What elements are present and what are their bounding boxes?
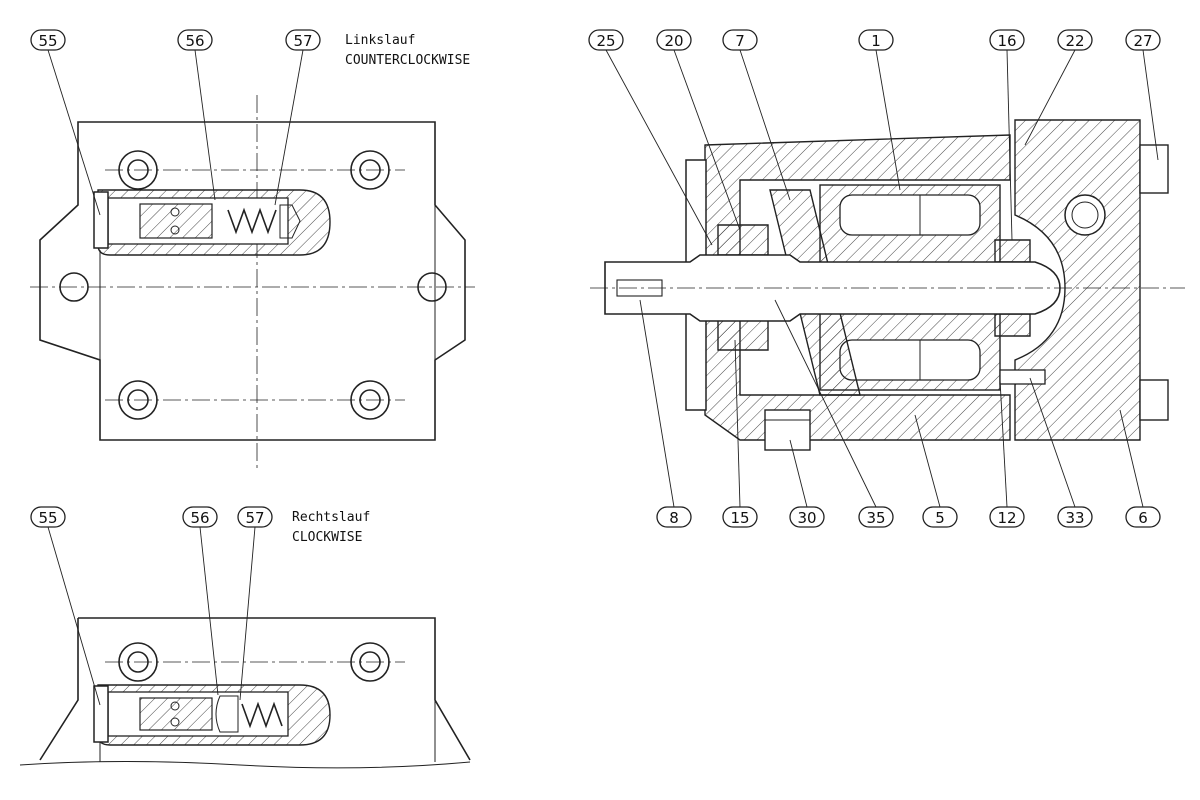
port-plug-bottom <box>1139 379 1169 421</box>
callout-bubble: 55 <box>30 29 66 51</box>
cw-callouts: 55 56 57 <box>30 506 273 706</box>
svg-text:27: 27 <box>1133 32 1152 50</box>
cw-housing-outline <box>39 617 471 761</box>
svg-text:55: 55 <box>38 509 57 527</box>
svg-text:35: 35 <box>866 509 885 527</box>
svg-text:7: 7 <box>735 32 745 50</box>
callout-bubble: 1 <box>858 29 894 51</box>
callout-bubble: 57 <box>237 506 273 528</box>
svg-text:55: 55 <box>38 32 57 50</box>
svg-text:8: 8 <box>669 509 679 527</box>
svg-text:16: 16 <box>997 32 1016 50</box>
ccw-direction-german: Linkslauf <box>345 33 415 48</box>
svg-text:1: 1 <box>871 32 881 50</box>
svg-text:15: 15 <box>730 509 749 527</box>
cw-view <box>19 617 471 769</box>
callout-bubble: 8 <box>656 506 692 528</box>
callout-bubble: 5 <box>922 506 958 528</box>
piston-top <box>839 194 981 236</box>
cw-labels: Rechtslauf CLOCKWISE <box>292 510 370 545</box>
svg-text:56: 56 <box>185 32 204 50</box>
callout-bubble: 6 <box>1125 506 1161 528</box>
callout-bubble: 56 <box>177 29 213 51</box>
svg-text:30: 30 <box>797 509 816 527</box>
callout-bubble: 16 <box>989 29 1025 51</box>
piston-bottom <box>839 339 981 381</box>
cw-spring <box>241 701 283 729</box>
ccw-spool <box>139 203 213 239</box>
callout-bubble: 20 <box>656 29 692 51</box>
svg-text:57: 57 <box>245 509 264 527</box>
callout-bubble: 55 <box>30 506 66 528</box>
callout-bubble: 15 <box>722 506 758 528</box>
svg-text:33: 33 <box>1065 509 1084 527</box>
front-bearing-top <box>717 224 769 256</box>
callout-bubble: 12 <box>989 506 1025 528</box>
ccw-spring <box>227 207 277 235</box>
drain-plug <box>764 409 811 451</box>
ccw-labels: Linkslauf COUNTERCLOCKWISE <box>345 33 470 68</box>
callout-bubble: 25 <box>588 29 624 51</box>
callout-bubble: 27 <box>1125 29 1161 51</box>
svg-text:22: 22 <box>1065 32 1084 50</box>
rear-bearing-top <box>994 239 1031 263</box>
locating-pin <box>999 369 1046 385</box>
svg-text:6: 6 <box>1138 509 1148 527</box>
svg-text:12: 12 <box>997 509 1016 527</box>
ccw-plug <box>93 191 109 249</box>
callout-bubble: 35 <box>858 506 894 528</box>
callout-bubble: 56 <box>182 506 218 528</box>
svg-text:20: 20 <box>664 32 683 50</box>
cw-spool <box>139 697 213 731</box>
callout-bubble: 7 <box>722 29 758 51</box>
rear-bearing-bottom <box>994 313 1031 337</box>
port-plug-top <box>1139 144 1169 194</box>
cw-plug <box>93 685 109 743</box>
svg-text:25: 25 <box>596 32 615 50</box>
ccw-direction-english: COUNTERCLOCKWISE <box>345 53 470 68</box>
callout-bubble: 33 <box>1057 506 1093 528</box>
front-bearing-bottom <box>717 319 769 351</box>
ccw-callouts: 55 56 57 <box>30 29 321 216</box>
callout-bubble: 57 <box>285 29 321 51</box>
svg-text:5: 5 <box>935 509 945 527</box>
svg-text:57: 57 <box>293 32 312 50</box>
cw-direction-english: CLOCKWISE <box>292 530 362 545</box>
port-bore <box>1064 194 1106 236</box>
callout-bubble: 22 <box>1057 29 1093 51</box>
motor-cross-section <box>590 119 1185 451</box>
svg-text:56: 56 <box>190 509 209 527</box>
callout-bubble: 30 <box>789 506 825 528</box>
section-callouts: 25 20 7 1 16 22 27 8 15 30 35 5 12 33 6 <box>588 29 1161 528</box>
cw-direction-german: Rechtslauf <box>292 510 370 525</box>
ccw-view <box>30 95 475 470</box>
